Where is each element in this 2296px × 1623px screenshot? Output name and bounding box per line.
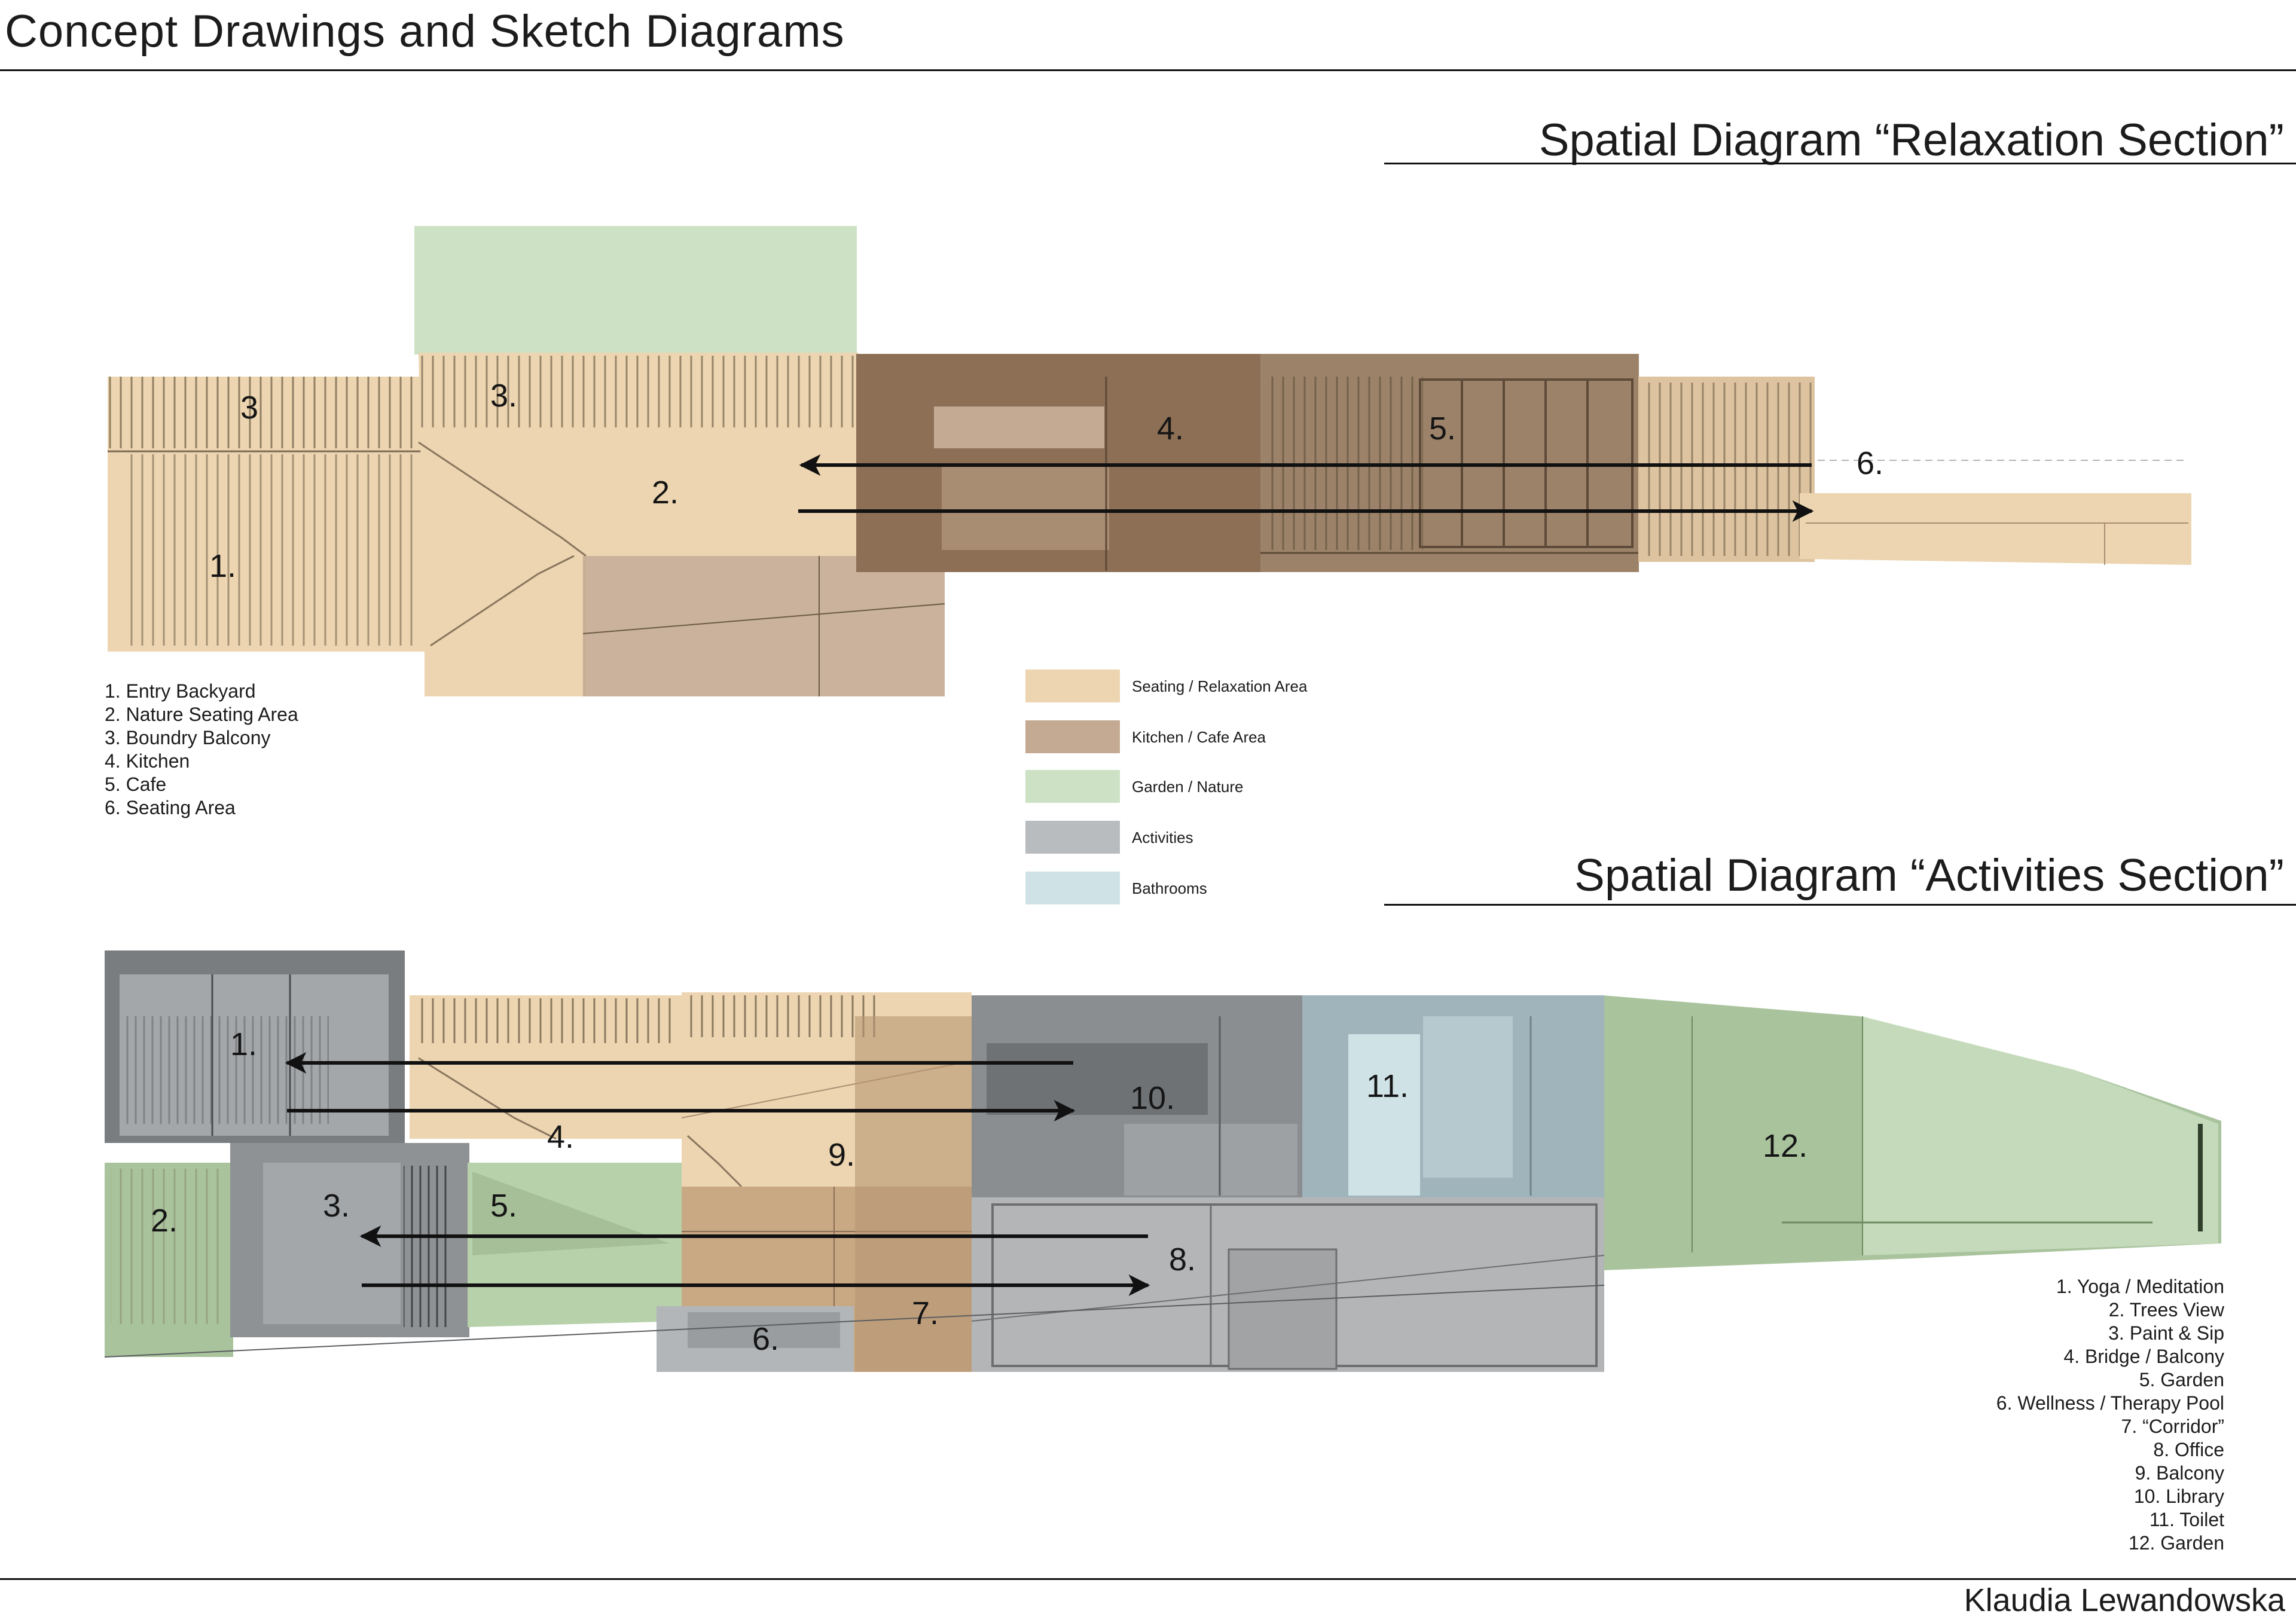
activities-label-1: 1. (230, 1026, 257, 1062)
activities-label-2: 2. (151, 1203, 178, 1239)
relaxation-title-underline (1384, 163, 2296, 164)
nature-seating-zone (419, 353, 858, 696)
activities-label-10: 10. (1130, 1080, 1175, 1116)
key-label: Garden / Nature (1132, 778, 1244, 796)
swatch (1025, 821, 1120, 854)
swatch (1025, 670, 1120, 702)
legend-item: 4. Kitchen (105, 750, 190, 772)
legend-item: 6. Wellness / Therapy Pool (1996, 1392, 2224, 1414)
activities-label-8: 8. (1169, 1242, 1196, 1277)
relaxation-label-3b: 3. (490, 378, 517, 414)
legend-item: 2. Nature Seating Area (105, 704, 298, 725)
legend-item: 2. Trees View (2108, 1299, 2224, 1321)
activities-label-7: 7. (912, 1295, 939, 1331)
relaxation-label-4: 4. (1157, 411, 1184, 447)
activities-label-11: 11. (1366, 1068, 1409, 1104)
key-label: Bathrooms (1132, 879, 1207, 897)
legend-item: 3. Boundry Balcony (105, 727, 271, 748)
legend-item: 3. Paint & Sip (2108, 1322, 2224, 1344)
swatch (1025, 770, 1120, 803)
swatch (1025, 720, 1120, 753)
activities-label-9: 9. (828, 1137, 855, 1173)
legend-item: 7. “Corridor” (2121, 1416, 2224, 1437)
author-name: Klaudia Lewandowska (1964, 1582, 2285, 1618)
swatch (1025, 872, 1120, 904)
key-label: Activities (1132, 829, 1193, 846)
legend-item: 10. Library (2133, 1486, 2224, 1507)
activities-section-title: Spatial Diagram “Activities Section” (1574, 850, 2284, 901)
legend-item: 5. Garden (2139, 1369, 2224, 1390)
relaxation-label-6: 6. (1857, 445, 1883, 481)
lower-terrace (583, 556, 945, 696)
legend-item: 9. Balcony (2135, 1462, 2224, 1484)
relaxation-label-1: 1. (209, 548, 236, 584)
legend-item: 6. Seating Area (105, 797, 236, 818)
legend-item: 1. Yoga / Meditation (2056, 1276, 2224, 1297)
activities-label-6: 6. (752, 1321, 779, 1357)
key-label: Kitchen / Cafe Area (1132, 728, 1266, 746)
relaxation-section-title: Spatial Diagram “Relaxation Section” (1538, 115, 2284, 166)
legend-item: 12. Garden (2128, 1532, 2224, 1554)
relaxation-label-5: 5. (1429, 411, 1456, 447)
page-title: Concept Drawings and Sketch Diagrams (5, 6, 845, 57)
header-divider (0, 69, 2296, 71)
relaxation-label-2: 2. (652, 475, 679, 511)
key-label: Seating / Relaxation Area (1132, 677, 1308, 695)
legend-item: 11. Toilet (2149, 1509, 2224, 1530)
garden-zone (414, 226, 857, 354)
relaxation-legend: 1. Entry Backyard 2. Nature Seating Area… (105, 680, 298, 820)
activities-title-underline (1384, 904, 2296, 906)
legend-item: 5. Cafe (105, 774, 167, 795)
activities-label-4: 4. (547, 1119, 574, 1155)
activities-label-3: 3. (323, 1188, 350, 1224)
legend-item: 8. Office (2153, 1439, 2224, 1460)
relaxation-label-3a: 3 (240, 390, 258, 426)
activities-section-drawing: 1. 2. 3. 4. 5. 6. 7. 8. 9. 10. 11. 12. (104, 950, 2221, 1372)
activities-label-5: 5. (490, 1188, 517, 1224)
activities-legend: 1. Yoga / Meditation 2. Trees View 3. Pa… (1996, 1275, 2224, 1555)
legend-item: 1. Entry Backyard (105, 680, 256, 702)
footer-divider (0, 1578, 2296, 1580)
relaxation-section-drawing: 1. 2. 3 3. 4. 5. 6. (108, 226, 2191, 696)
activities-label-12: 12. (1763, 1128, 1808, 1164)
legend-item: 4. Bridge / Balcony (2063, 1346, 2224, 1367)
